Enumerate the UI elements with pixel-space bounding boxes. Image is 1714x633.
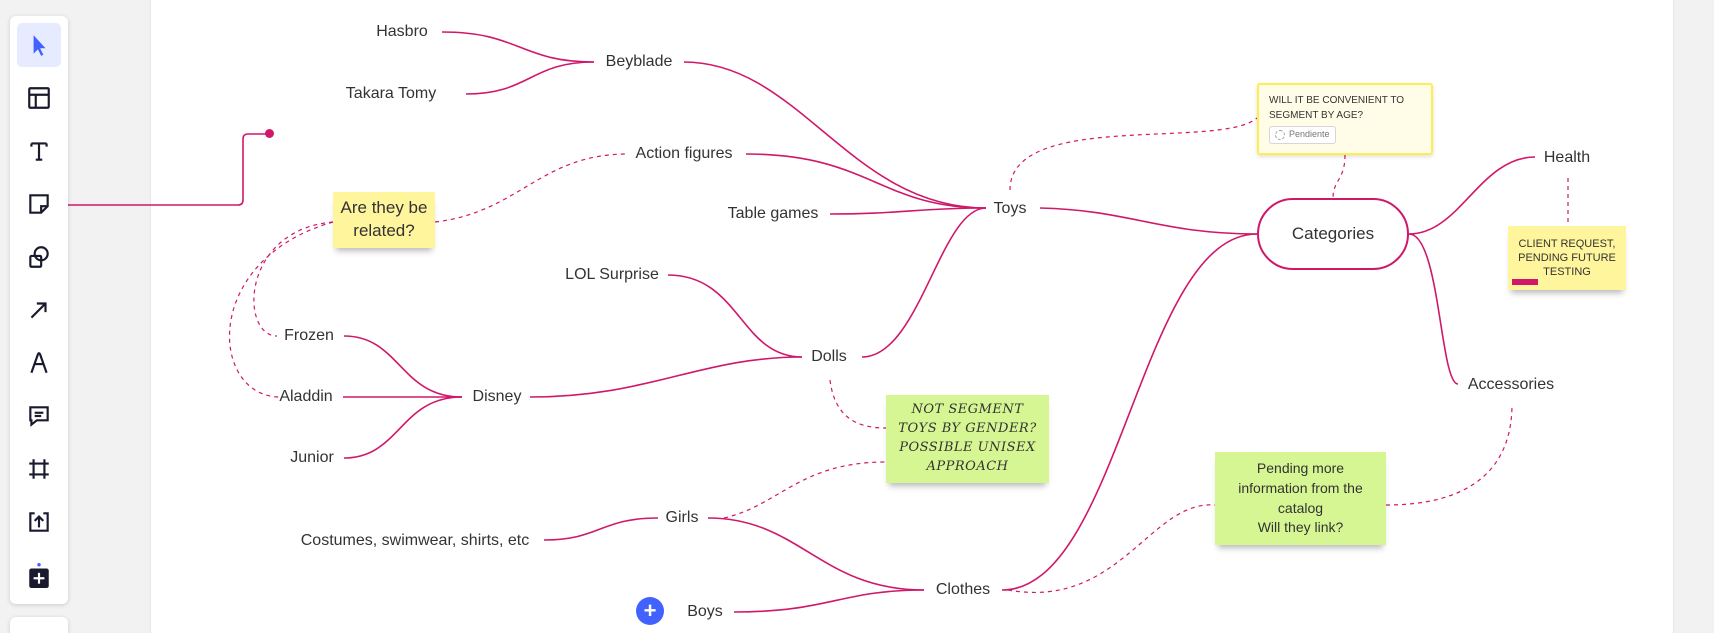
status-circle-icon: [1275, 129, 1285, 140]
node-frozen[interactable]: Frozen: [284, 327, 334, 344]
frame-icon: [29, 459, 49, 479]
connector-handle[interactable]: [265, 129, 274, 138]
node-clothes[interactable]: Clothes: [935, 581, 991, 598]
node-accessories[interactable]: Accessories: [1467, 376, 1555, 393]
node-categories[interactable]: Categories: [1257, 198, 1409, 270]
node-girls[interactable]: Girls: [665, 509, 699, 526]
bottom-toolbar-stub[interactable]: [10, 617, 68, 633]
sticky-line: Pending more: [1256, 460, 1345, 477]
tag-color-marker: [1512, 279, 1538, 285]
comment-tool-button[interactable]: [17, 394, 61, 438]
arrow-tool-button[interactable]: [17, 288, 61, 332]
shapes-tool-button[interactable]: [17, 235, 61, 279]
node-health[interactable]: Health: [1543, 149, 1591, 166]
node-junior[interactable]: Junior: [290, 449, 334, 466]
sticky-line: information from the: [1238, 479, 1363, 496]
node-lol-surprise[interactable]: LOL Surprise: [565, 266, 659, 283]
card-line: WILL IT BE CONVENIENT TO: [1269, 95, 1405, 106]
sticky-note-text: Are they be related?: [340, 198, 428, 240]
card-line: SEGMENT BY AGE?: [1269, 110, 1364, 121]
node-beyblade[interactable]: Beyblade: [605, 53, 673, 70]
status-label: Pendiente: [1289, 129, 1330, 139]
sticky-line: Will they link?: [1257, 519, 1344, 536]
sticky-line: CLIENT REQUEST,: [1518, 237, 1616, 250]
add-node-button[interactable]: +: [636, 597, 664, 625]
pen-tool-button[interactable]: [17, 341, 61, 385]
sticky-line: NOT SEGMENT: [911, 402, 1024, 418]
sticky-line: APPROACH: [926, 458, 1009, 474]
shapes-icon: [29, 246, 49, 268]
sticky-line: TESTING: [1543, 266, 1591, 279]
upload-tool-button[interactable]: [17, 500, 61, 544]
node-costumes[interactable]: Costumes, swimwear, shirts, etc: [300, 532, 530, 549]
text-tool-button[interactable]: [17, 129, 61, 173]
upload-icon: [29, 512, 49, 532]
pen-icon: [30, 352, 48, 374]
sticky-line: POSSIBLE UNISEX: [899, 440, 1036, 455]
sticky-note-related[interactable]: Are they be related?: [333, 192, 435, 248]
node-action-figures[interactable]: Action figures: [635, 145, 733, 162]
node-dolls[interactable]: Dolls: [811, 348, 847, 365]
status-badge[interactable]: Pendiente: [1269, 126, 1336, 144]
node-disney[interactable]: Disney: [472, 388, 522, 405]
sticky-note-catalog[interactable]: Pending more information from the catalo…: [1215, 452, 1386, 545]
sticky-note-tool-button[interactable]: [17, 182, 61, 226]
sticky-line: catalog: [1277, 499, 1324, 516]
node-takara-tomy[interactable]: Takara Tomy: [345, 85, 437, 102]
templates-tool-button[interactable]: [17, 76, 61, 120]
node-aladdin[interactable]: Aladdin: [279, 388, 333, 405]
left-toolbar: [10, 16, 68, 604]
more-apps-tool-button[interactable]: [17, 553, 61, 597]
text-icon: [30, 142, 48, 161]
plus-square-icon: [29, 562, 49, 588]
cursor-icon: [33, 35, 46, 56]
frame-tool-button[interactable]: [17, 447, 61, 491]
sticky-note-icon: [29, 194, 49, 214]
comment-icon: [29, 406, 49, 427]
node-toys[interactable]: Toys: [993, 200, 1027, 217]
layout-icon: [28, 87, 50, 109]
sticky-note-client-request[interactable]: CLIENT REQUEST, PENDING FUTURE TESTING: [1508, 226, 1626, 290]
node-table-games[interactable]: Table games: [727, 205, 819, 222]
sticky-line: TOYS BY GENDER?: [898, 421, 1037, 437]
node-hasbro[interactable]: Hasbro: [376, 23, 428, 40]
arrow-icon: [30, 302, 47, 319]
node-boys[interactable]: Boys: [687, 603, 723, 620]
sticky-line: PENDING FUTURE: [1518, 251, 1616, 264]
select-tool-button[interactable]: [17, 23, 61, 67]
sticky-note-gender[interactable]: NOT SEGMENT TOYS BY GENDER? POSSIBLE UNI…: [886, 395, 1049, 483]
card-segment-by-age[interactable]: WILL IT BE CONVENIENT TO SEGMENT BY AGE?…: [1257, 83, 1433, 155]
